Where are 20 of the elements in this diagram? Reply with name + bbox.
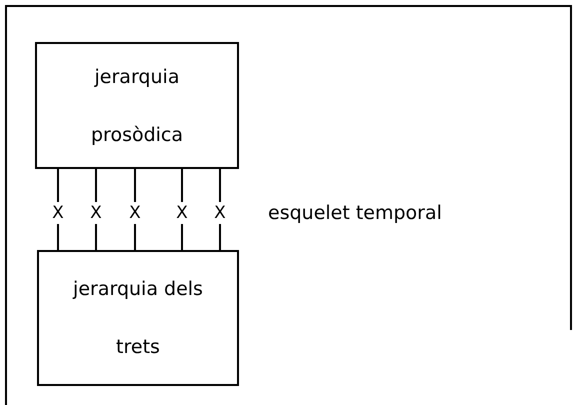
connector-line bbox=[134, 169, 136, 202]
connector-line bbox=[95, 224, 97, 250]
timing-slot-mark: X bbox=[211, 202, 229, 224]
hierarchy-box bbox=[35, 42, 239, 169]
connector-line bbox=[95, 169, 97, 202]
connector-line bbox=[181, 169, 183, 202]
connector-line bbox=[57, 169, 59, 202]
box-label: jerarquia dels trets bbox=[72, 277, 204, 360]
annotation-label: esquelet temporal bbox=[268, 202, 442, 224]
hierarchy-box bbox=[37, 250, 239, 386]
connector-line bbox=[57, 224, 59, 250]
timing-slot-mark: X bbox=[173, 202, 191, 224]
timing-slot-mark: X bbox=[126, 202, 144, 224]
connector-line bbox=[181, 224, 183, 250]
connector-line bbox=[134, 224, 136, 250]
timing-slot-mark: X bbox=[87, 202, 105, 224]
connector-line bbox=[219, 169, 221, 202]
box-label: jerarquia prosòdica bbox=[90, 64, 184, 148]
connector-line bbox=[219, 224, 221, 250]
timing-slot-mark: X bbox=[49, 202, 67, 224]
